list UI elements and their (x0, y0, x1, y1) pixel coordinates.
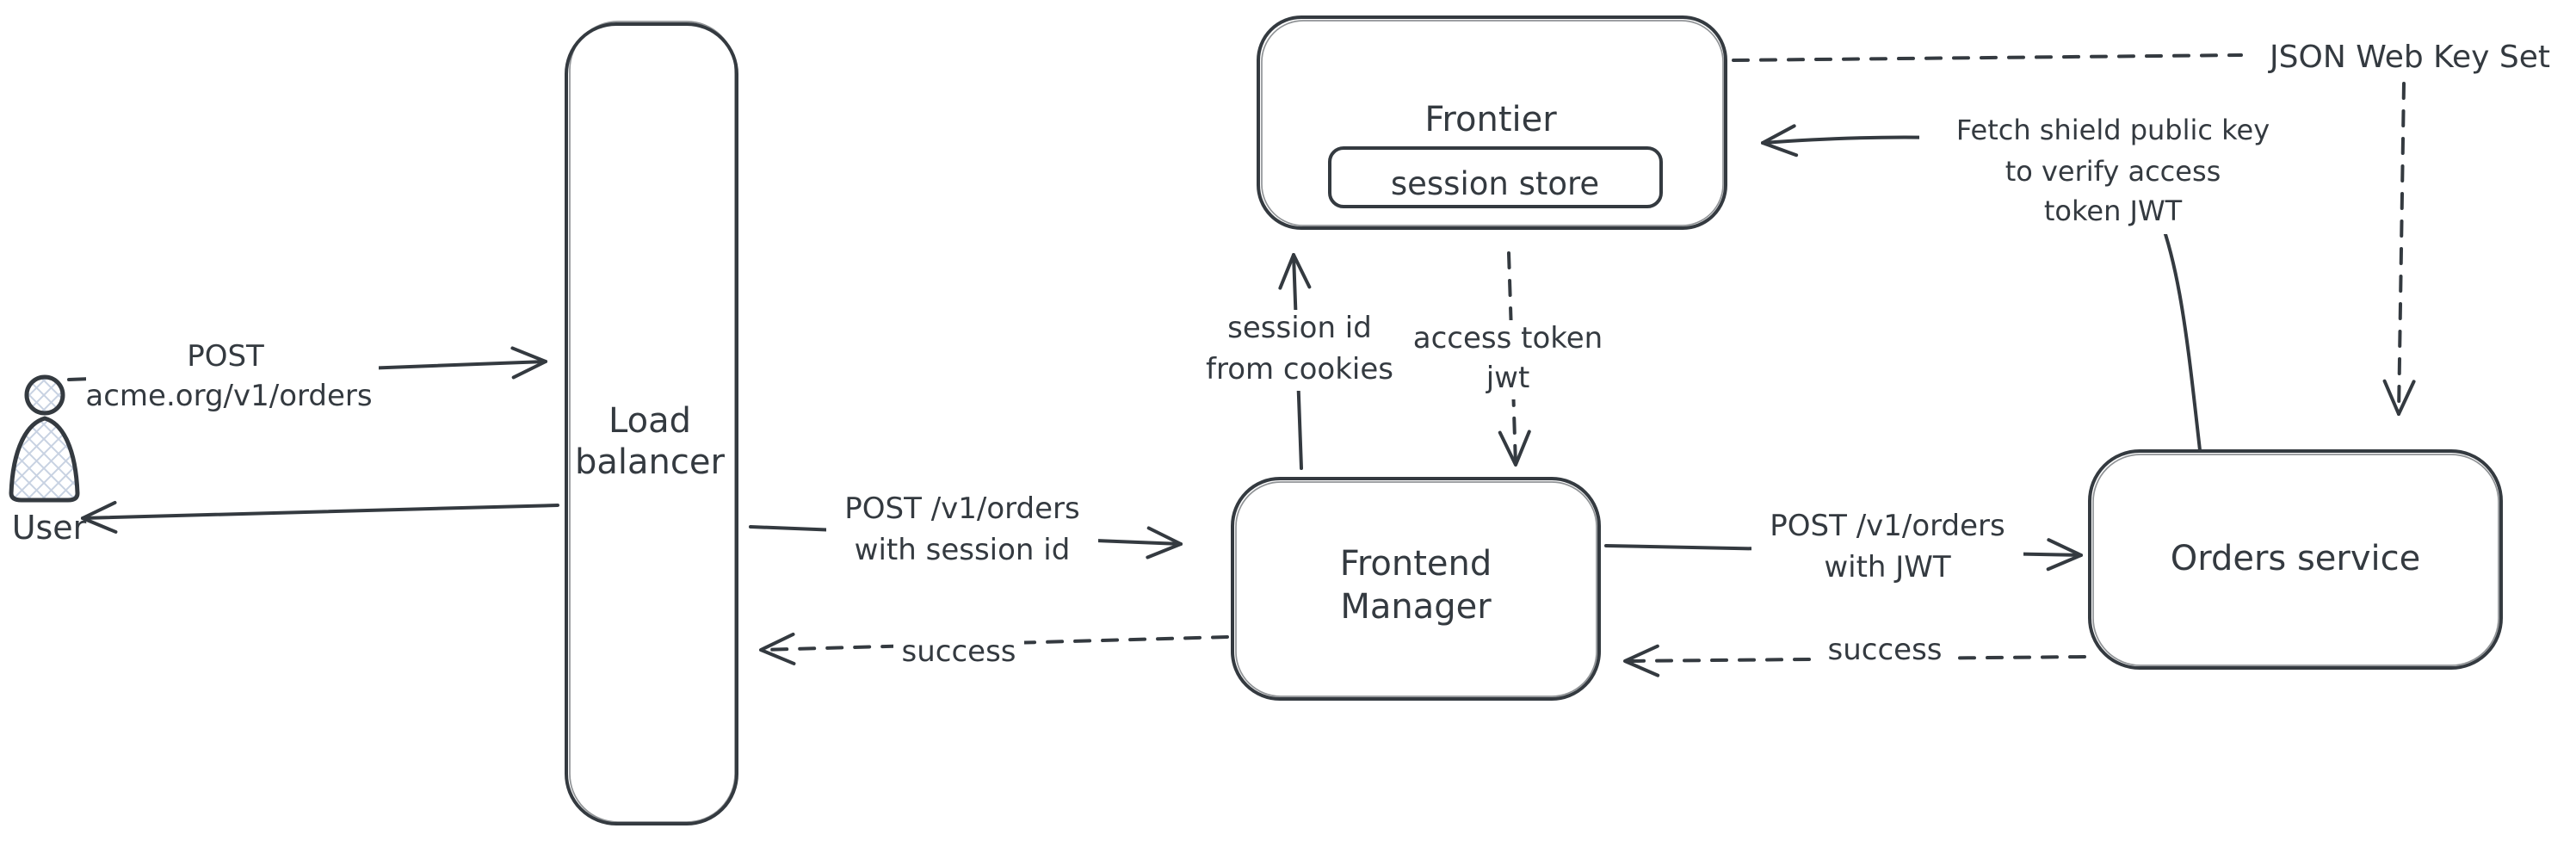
edge-label-post-jwt-line1: POST /v1/orders (1770, 509, 2005, 543)
load-balancer-label-line1: Load (608, 401, 691, 441)
frontier-box[interactable] (1257, 15, 1727, 230)
orders-service-label: Orders service (2171, 539, 2421, 578)
label-mask (86, 337, 379, 417)
edge-label-session-id-line2: from cookies (1206, 352, 1393, 386)
orders-service-box-sketch (2092, 454, 2499, 666)
edge-label-access-token-line2: jwt (1486, 361, 1530, 395)
label-mask (1192, 310, 1407, 391)
label-mask (1919, 108, 2305, 234)
label-mask (1401, 320, 1615, 399)
node-frontend-manager[interactable]: Frontend Manager (1231, 477, 1601, 701)
edge-label-post-session-line2: with session id (855, 533, 1071, 567)
frontier-box-sketch (1261, 20, 1724, 226)
edge-label-success-right: success (1828, 633, 1943, 667)
edge-label-success-left: success (902, 634, 1016, 669)
edge-frontier-to-fm[interactable] (1498, 251, 1531, 467)
edge-label-post-session-line1: POST /v1/orders (844, 492, 1079, 526)
edge-frontier-to-jwks[interactable] (1732, 53, 2243, 62)
frontend-manager-label-line2: Manager (1340, 587, 1492, 627)
edge-label-post-acme-line1: POST (187, 339, 264, 374)
edge-label-session-id-line1: session id (1227, 311, 1372, 345)
load-balancer-box-sketch (569, 21, 736, 823)
jwks-label: JSON Web Key Set (2268, 40, 2550, 75)
person-icon-head (24, 374, 65, 416)
edge-label-post-acme-line2: acme.org/v1/orders (85, 379, 372, 413)
user-label: User (12, 509, 87, 547)
load-balancer-box[interactable] (565, 22, 738, 825)
edge-label-fetch-key-line3: token JWT (2044, 195, 2183, 227)
node-orders-service[interactable]: Orders service (2088, 449, 2503, 670)
edge-jwks-to-orders[interactable] (2382, 82, 2416, 416)
session-store-box[interactable] (1328, 146, 1663, 208)
frontend-manager-box[interactable] (1231, 477, 1601, 701)
label-mask (1818, 630, 1952, 670)
label-mask (893, 632, 1024, 671)
orders-service-box[interactable] (2088, 449, 2503, 670)
edge-label-fetch-key-line1: Fetch shield public key (1956, 114, 2270, 146)
load-balancer-label-line2: balancer (575, 442, 725, 482)
person-icon (9, 416, 80, 503)
edge-lb-to-user[interactable] (80, 500, 559, 534)
node-frontier[interactable]: Frontier session store (1257, 15, 1727, 230)
node-user[interactable]: User (9, 374, 87, 547)
node-load-balancer[interactable]: Load balancer (565, 21, 738, 825)
frontier-label: Frontier (1424, 100, 1557, 139)
edge-labels: POST acme.org/v1/orders POST /v1/orders … (85, 40, 2550, 671)
edge-label-fetch-key-line2: to verify access (2005, 155, 2221, 188)
label-mask (1751, 508, 2023, 590)
session-store-label: session store (1391, 165, 1599, 202)
frontend-manager-label-line1: Frontend (1340, 544, 1492, 584)
label-mask (826, 491, 1098, 573)
frontend-manager-box-sketch (1235, 481, 1597, 697)
edge-label-access-token-line1: access token (1413, 321, 1603, 355)
node-session-store[interactable]: session store (1328, 146, 1663, 208)
edge-label-post-jwt-line2: with JWT (1824, 550, 1951, 584)
